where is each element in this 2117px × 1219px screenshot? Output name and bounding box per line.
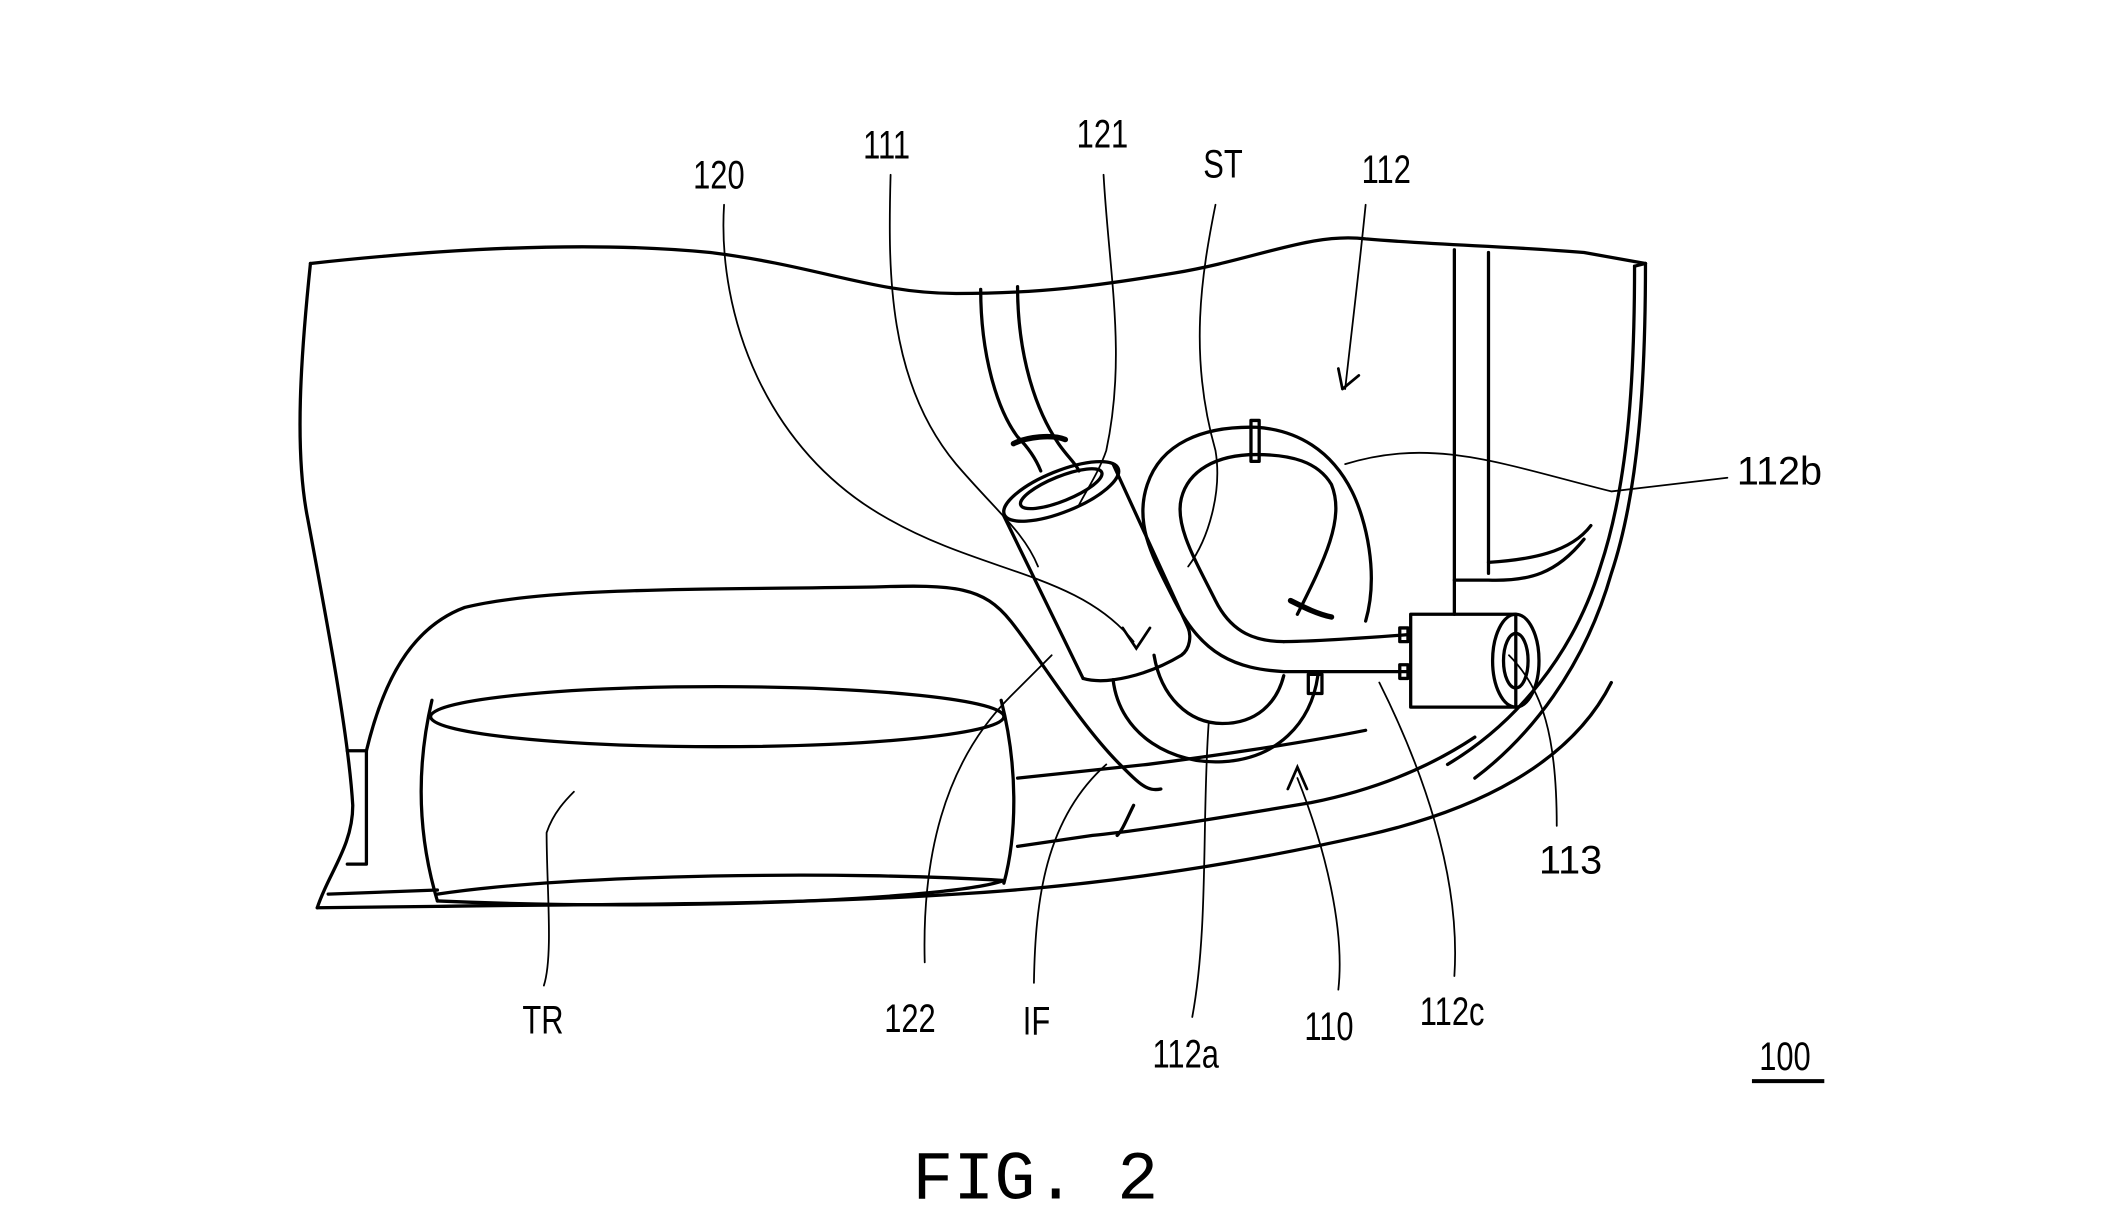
leader-ST (1187, 203, 1219, 568)
right-post (1452, 248, 1593, 616)
leader-IF (1033, 763, 1108, 984)
body-right-edge-inner (1445, 264, 1637, 767)
tr-component (419, 684, 1016, 907)
muffler-120 (1002, 459, 1192, 683)
leader-lines (542, 173, 1729, 1018)
leader-112c (1378, 681, 1456, 977)
label-120: 120 (693, 153, 745, 198)
label-113: 113 (1539, 839, 1602, 883)
pipe-112a (1111, 653, 1320, 764)
pipe-112c (1282, 626, 1410, 696)
muffler-inlet-ring (1002, 459, 1121, 523)
floor-lower-rail-2 (1015, 735, 1477, 848)
floor-lower-rail (1015, 728, 1368, 780)
reference-numeral-text: 100 (1759, 1035, 1811, 1080)
leader-113 (1508, 654, 1558, 827)
arrow-112 (1336, 367, 1361, 391)
pipe-loop-112b (1141, 418, 1373, 674)
body-left-edge (298, 261, 355, 910)
tr-right-side (999, 698, 1016, 885)
leader-112a (1191, 722, 1210, 1018)
label-121: 121 (1077, 112, 1129, 157)
labels: 120 111 121 ST 112 112b 113 TR 122 IF 11… (522, 112, 1822, 1077)
outlet-opening-inner (1501, 631, 1530, 690)
leader-TR (542, 790, 575, 987)
label-112b: 112b (1737, 450, 1822, 494)
body-outline (298, 236, 1648, 910)
outlet-opening-outer (1490, 612, 1541, 709)
pipe-bracket (1306, 672, 1324, 696)
floor-upper-contour (364, 584, 1163, 792)
loop-outer (1141, 425, 1373, 674)
leader-122 (923, 654, 1053, 964)
figure-caption: FIG. 2 (912, 1143, 1158, 1219)
floor-step (1115, 803, 1136, 838)
label-TR: TR (522, 998, 563, 1043)
tr-left-side (419, 698, 440, 903)
reference-numeral: 100 (1751, 1035, 1825, 1084)
body-right-cap (1632, 261, 1648, 268)
label-112c: 112c (1420, 989, 1485, 1034)
loop-clamp (1249, 418, 1261, 464)
tr-top-ellipse (428, 684, 1006, 749)
muffler-body-left (1002, 514, 1085, 681)
leader-112b (1344, 451, 1729, 493)
body-top-edge (308, 236, 1648, 296)
exhaust-pipe-111 (979, 285, 1081, 473)
leader-121 (1078, 173, 1117, 506)
label-ST: ST (1203, 142, 1242, 187)
body-bottom-edge (315, 680, 1613, 910)
loop-inner (1178, 452, 1338, 644)
leader-110 (1296, 777, 1341, 991)
floor-frame (364, 584, 1477, 848)
leader-112 (1344, 203, 1367, 390)
label-122: 122 (884, 996, 936, 1041)
outlet-113 (1409, 612, 1541, 709)
arrow-120 (1121, 626, 1152, 651)
label-112: 112 (1362, 147, 1411, 192)
body-bottom-edge-inner (326, 888, 440, 896)
label-112a: 112a (1153, 1032, 1220, 1077)
left-bracket (345, 749, 369, 866)
tr-bottom-ellipse (435, 873, 1006, 907)
loop-coupling (1287, 597, 1335, 620)
arrow-110 (1286, 763, 1309, 791)
label-111: 111 (863, 123, 910, 168)
muffler-inlet-ring-inner (1018, 467, 1104, 511)
body-right-edge-outer (1473, 261, 1648, 780)
leader-120 (722, 203, 1135, 643)
label-110: 110 (1304, 1004, 1353, 1049)
label-IF: IF (1023, 999, 1050, 1044)
muffler-bottom (1081, 626, 1192, 683)
leader-111 (888, 173, 1039, 568)
